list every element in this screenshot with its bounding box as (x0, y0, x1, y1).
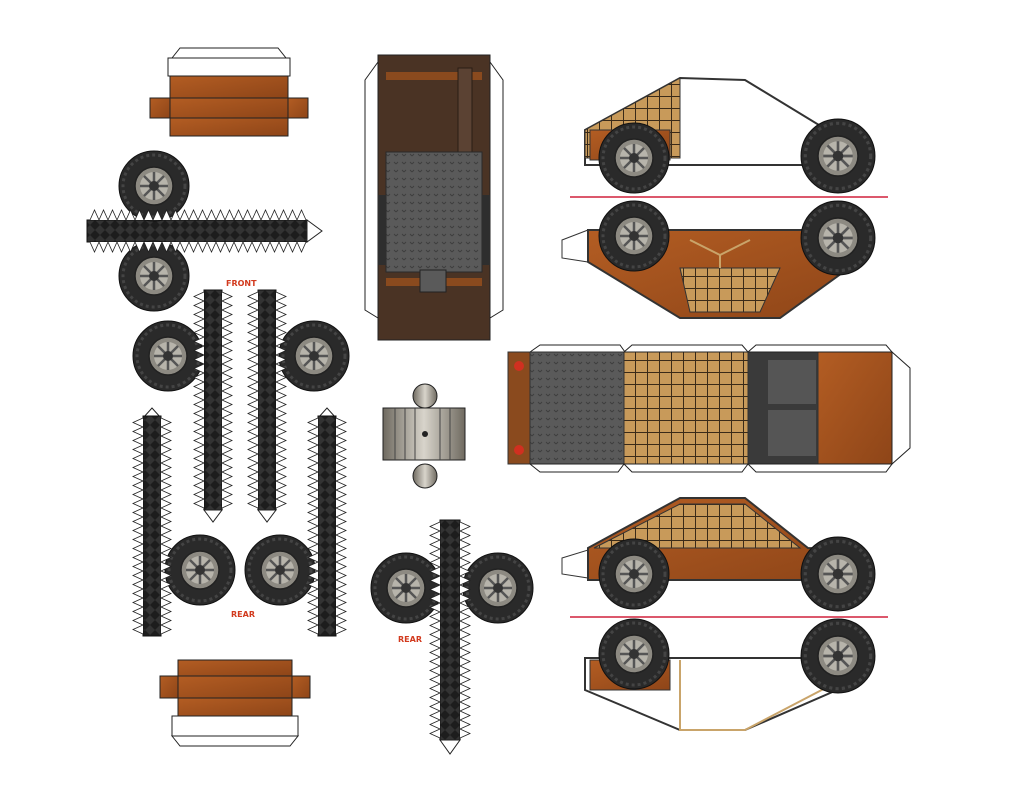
wheel-icon (370, 552, 442, 624)
wheel-icon (164, 534, 236, 606)
wheel-icon (118, 240, 190, 312)
glue-tab (89, 209, 307, 221)
glue-tab (132, 417, 144, 635)
glue-tab (221, 291, 233, 509)
wheel-icon (800, 200, 876, 276)
rear-vertical-strips (141, 407, 338, 637)
wheel-icon (800, 118, 876, 194)
wheel-icon (118, 150, 190, 222)
body-underside (507, 344, 911, 473)
floor-panel (364, 54, 504, 341)
glue-tab (335, 417, 347, 635)
glue-tab (429, 521, 441, 739)
glue-tab (160, 417, 172, 635)
rear-tire-strip (439, 519, 461, 755)
wheel-icon (598, 200, 670, 272)
rear-label-left: REAR (231, 610, 255, 619)
wheel-icon (462, 552, 534, 624)
wheel-icon (278, 320, 350, 392)
glue-tab (193, 291, 205, 509)
glue-tab (307, 417, 319, 635)
glue-tab (89, 241, 307, 253)
front-label: FRONT (226, 279, 257, 288)
front-vertical-strips (203, 289, 277, 523)
wheel-icon (244, 534, 316, 606)
seat-box-top (149, 47, 309, 137)
glue-tab (459, 521, 471, 739)
wheel-icon (598, 122, 670, 194)
glue-tab (275, 291, 287, 509)
wheel-icon (598, 538, 670, 610)
rear-label-center: REAR (398, 635, 422, 644)
wheel-icon (132, 320, 204, 392)
wheel-icon (800, 618, 876, 694)
seat-box-bottom (159, 659, 311, 747)
wheel-icon (598, 618, 670, 690)
wheel-icon (800, 536, 876, 612)
engine-drum (382, 383, 466, 489)
glue-tab (247, 291, 259, 509)
front-tire-strip (86, 219, 323, 243)
